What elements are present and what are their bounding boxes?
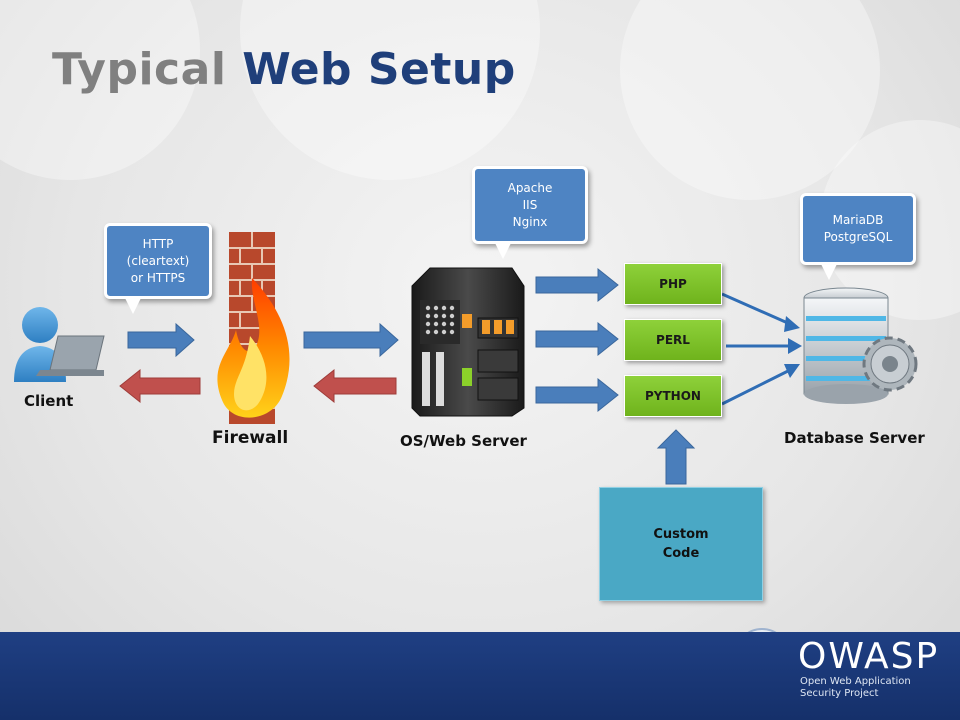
client-icon [14,307,105,382]
language-python: PYTHON [624,375,722,417]
arrow-webserver-to-perl [535,321,619,357]
owasp-logo-text: OWASP [798,636,940,677]
firewall-label: Firewall [212,428,289,448]
custom-code-box: Custom Code [599,487,763,601]
language-php: PHP [624,263,722,305]
database-callout-tail [820,262,838,280]
database-label: Database Server [784,429,925,447]
arrow-firewall-to-webserver [303,322,399,358]
arrow-client-to-firewall [127,322,195,358]
gear-icon [862,336,918,392]
database-callout: MariaDB PostgreSQL [800,193,916,265]
title-part-2: Web Setup [242,44,516,95]
fire-icon [217,278,290,418]
arrow-webserver-to-php [535,267,619,303]
webserver-callout: Apache IIS Nginx [472,166,588,244]
protocol-callout-tail [124,296,142,314]
arrow-firewall-to-client [119,368,201,404]
arrow-customcode-to-python [656,429,696,485]
slide-title: Typical Web Setup [52,44,516,95]
tagline-line-1: Open Web Application [800,676,911,687]
client-label: Client [24,392,74,410]
footer-bar: OWASP Open Web Application Security Proj… [0,632,960,720]
background-circle [620,0,880,200]
connector-python-to-database [721,364,800,406]
connector-perl-to-database [726,338,802,354]
protocol-callout: HTTP (cleartext) or HTTPS [104,223,212,299]
web-server-icon [411,267,525,417]
webserver-callout-tail [494,241,512,259]
title-part-1: Typical [52,44,227,95]
tagline-line-2: Security Project [800,688,879,699]
arrow-webserver-to-python [535,377,619,413]
webserver-label: OS/Web Server [400,432,527,450]
connector-php-to-database [721,292,800,332]
language-perl: PERL [624,319,722,361]
arrow-webserver-to-firewall [313,368,397,404]
owasp-tagline: Open Web Application Security Project [800,676,911,700]
